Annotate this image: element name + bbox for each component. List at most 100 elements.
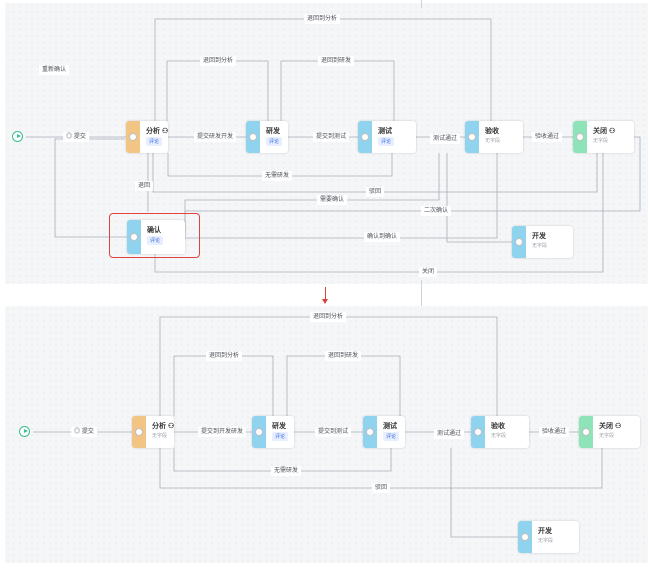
node-open[interactable]: 开发 无字段 (512, 226, 573, 258)
node-tag: 评论 (272, 432, 289, 441)
node-open[interactable]: 开发 无字段 (518, 521, 579, 553)
node-tag: 评论 (147, 236, 164, 245)
edge-back-top (159, 316, 498, 416)
edge-back-dev (280, 60, 395, 121)
node-develop[interactable]: 研发 评论 (246, 121, 288, 153)
edge-label-back[interactable]: 退回 (134, 181, 154, 191)
edge-label-back-analyze[interactable]: 退回到分析 (205, 351, 243, 361)
divider-mark (421, 0, 422, 8)
node-title: 验收 (485, 128, 499, 135)
node-bar (127, 220, 141, 254)
edge-label-back-dev[interactable]: 退回到研发 (324, 351, 362, 361)
edge-label-back-top[interactable]: 退回到分析 (303, 14, 341, 24)
node-subtitle: 无字段 (152, 433, 168, 439)
node-confirm[interactable]: 确认 评论 (127, 220, 185, 254)
edge-label-submit-test[interactable]: 提交到测试 (312, 132, 350, 142)
edge-back-dev (286, 355, 401, 416)
node-subtitle: 无字段 (599, 433, 615, 439)
node-bar (126, 121, 140, 153)
node-title: 关闭 ⚇ (599, 423, 622, 430)
node-test[interactable]: 测试 评论 (358, 121, 416, 153)
node-title: 关闭 ⚇ (593, 128, 616, 135)
edge-label-submit-dev[interactable]: 提交到开发研发 (197, 427, 247, 437)
pencil-icon (576, 133, 584, 141)
pencil-icon (366, 428, 374, 436)
edge-test-open (446, 153, 512, 243)
node-title: 分析 ⚇ (152, 423, 174, 430)
node-analyze[interactable]: 分析 ⚇ 无字段 (132, 416, 174, 448)
arrow-down-head (322, 299, 328, 304)
edge-label-no-need[interactable]: 无需研发 (270, 466, 302, 476)
edge-reject (159, 448, 603, 489)
node-tag: 评论 (146, 137, 163, 146)
node-bar (471, 416, 485, 448)
node-subtitle: 无字段 (593, 138, 609, 144)
node-bar (246, 121, 260, 153)
edge-confirm-done (185, 153, 498, 239)
node-title: 验收 (491, 423, 505, 430)
node-bar (358, 121, 372, 153)
node-title: 研发 (266, 128, 280, 135)
divider-mark (421, 280, 422, 306)
node-bar (518, 521, 532, 553)
play-icon (23, 429, 28, 433)
edge-more-confirm (184, 136, 641, 237)
node-accept[interactable]: 验收 无字段 (465, 121, 523, 153)
edge-label-submit[interactable]: ◎ 提交 (63, 132, 89, 142)
node-bar (573, 121, 587, 153)
pencil-icon (129, 133, 137, 141)
edge-back-analyze (173, 355, 274, 416)
edge-label-reject[interactable]: 驳回 (371, 483, 391, 493)
node-bar (363, 416, 377, 448)
highlight-box (109, 213, 200, 258)
pencil-icon (521, 533, 529, 541)
node-bar (512, 226, 526, 258)
node-close[interactable]: 关闭 ⚇ 无字段 (573, 121, 634, 153)
pencil-icon (130, 233, 138, 241)
node-analyze[interactable]: 分析 ⚇ 评论 (126, 121, 168, 153)
edge-test-open (450, 448, 518, 538)
node-subtitle: 无字段 (491, 433, 507, 439)
start-node[interactable] (12, 131, 23, 142)
node-title: 测试 (378, 128, 392, 135)
edge-label-back-analyze[interactable]: 退回到分析 (199, 56, 237, 66)
edge-label-reanalyze[interactable]: 重新确认 (38, 65, 70, 75)
pencil-icon (515, 238, 523, 246)
edge-label-no-need[interactable]: 无需研发 (261, 171, 293, 181)
edge-label-submit-test[interactable]: 提交到测试 (314, 427, 352, 437)
pencil-icon (249, 133, 257, 141)
edge-label-submit-dev[interactable]: 提交研发开发 (193, 132, 237, 142)
edge-label-need-confirm[interactable]: 需要确认 (316, 195, 348, 205)
edge-need-confirm (184, 153, 440, 232)
edge-label-back-top[interactable]: 退回到分析 (309, 312, 347, 322)
pencil-icon (255, 428, 263, 436)
node-bar (579, 416, 593, 448)
node-title: 确认 (147, 227, 161, 234)
edge-label-submit[interactable]: ◎ 提交 (71, 427, 97, 437)
pencil-icon (582, 428, 590, 436)
node-title: 开发 (532, 233, 546, 240)
node-title: 分析 ⚇ (146, 128, 168, 135)
node-develop[interactable]: 研发 评论 (252, 416, 294, 448)
node-close[interactable]: 关闭 ⚇ 无字段 (579, 416, 640, 448)
edge-label-accept-pass[interactable]: 验收通过 (531, 132, 563, 142)
node-accept[interactable]: 验收 无字段 (471, 416, 529, 448)
edge-label-reject[interactable]: 驳回 (365, 187, 385, 197)
edge-label-confirm-done[interactable]: 确认到确认 (363, 232, 401, 242)
edge-label-more-confirm[interactable]: 二次确认 (420, 206, 452, 216)
edge-back-analyze (166, 60, 269, 121)
node-subtitle: 无字段 (532, 243, 548, 249)
node-test[interactable]: 测试 评论 (363, 416, 405, 448)
node-tag: 评论 (266, 137, 283, 146)
node-bar (465, 121, 479, 153)
start-node[interactable] (19, 426, 30, 437)
node-bar (132, 416, 146, 448)
edge-label-accept-pass[interactable]: 验收通过 (538, 427, 570, 437)
edge-reanalyze (54, 138, 127, 238)
node-title: 研发 (272, 423, 286, 430)
edge-label-back-dev[interactable]: 退回到研发 (317, 56, 355, 66)
node-tag: 评论 (383, 432, 400, 441)
edge-label-close[interactable]: 关闭 (418, 267, 438, 277)
edge-label-test-pass[interactable]: 测试通过 (429, 134, 461, 144)
edge-label-test-pass[interactable]: 测试通过 (433, 429, 465, 439)
